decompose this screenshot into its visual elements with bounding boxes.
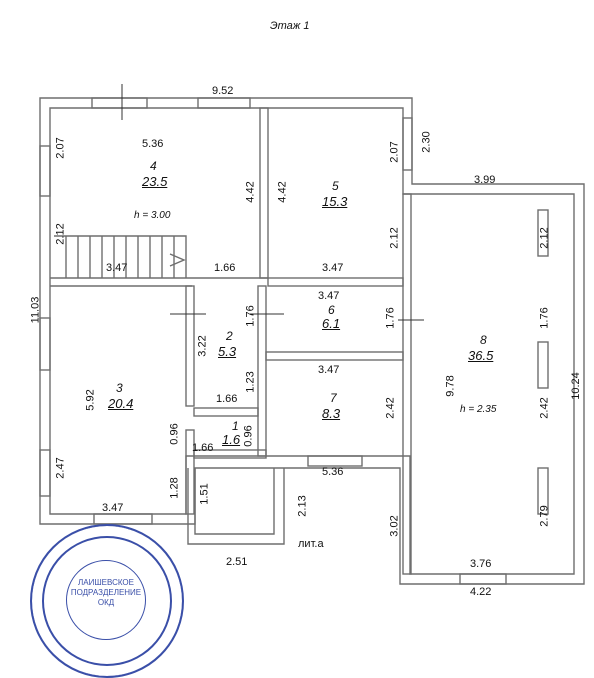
dim-r8-inner-mid: 1.76: [538, 307, 551, 329]
dim-r4-width: 5.36: [142, 138, 164, 150]
dim-r4-stair-left: 2.12: [54, 223, 67, 245]
dim-r2-right-bottom: 1.23: [244, 371, 257, 393]
room-7-number: 7: [330, 391, 337, 405]
stamp-line-1: ЛАИШЕВСКОЕ: [78, 578, 134, 587]
dim-r3-door-down: 1.28: [168, 477, 181, 499]
dim-stair-width: 3.47: [106, 262, 128, 274]
dim-annex-top: 3.99: [474, 174, 496, 186]
room-4-area: 23.5: [142, 174, 168, 189]
height-main: h = 3.00: [134, 210, 171, 221]
dim-r8-bottom: 3.76: [470, 558, 492, 570]
dim-r8-inner-top: 2.12: [538, 227, 551, 249]
room-3-area: 20.4: [108, 396, 134, 411]
dim-r5-bottom: 3.47: [322, 262, 344, 274]
floor-plan: [39, 84, 585, 585]
dim-r2-right-top: 1.76: [244, 305, 257, 327]
dim-r1-width: 1.66: [192, 442, 214, 454]
wall-r4-r5: [259, 107, 269, 279]
wall-r6-bottom: [265, 351, 404, 361]
stamp-line-2: ПОДРАЗДЕЛЕНИЕ: [70, 588, 142, 597]
dim-r8-inner-lower: 2.42: [538, 397, 551, 419]
dim-r5-right-bottom: 2.12: [388, 227, 401, 249]
dim-r5-window: 2.30: [420, 131, 433, 153]
dim-r2-bottom: 1.66: [216, 393, 238, 405]
wall-r5-bottom: [267, 277, 404, 287]
room-1-number: 1: [232, 419, 239, 433]
dim-r4-right: 4.42: [244, 181, 257, 203]
dim-r1-right: 0.96: [242, 425, 255, 447]
dim-annex-right: 10.24: [569, 372, 582, 400]
floor-title: Этаж 1: [270, 20, 310, 32]
room-6-number: 6: [328, 303, 335, 317]
porch: [194, 468, 275, 535]
dim-r3-door-up: 0.96: [168, 423, 181, 445]
dim-porch-right: 2.13: [296, 495, 309, 517]
room-8-number: 8: [480, 333, 487, 347]
height-annex: h = 2.35: [460, 404, 497, 415]
dim-r5-left: 4.42: [276, 181, 289, 203]
annex-label: лит.а: [298, 538, 324, 550]
wall-r2-right: [257, 285, 267, 457]
wall-r3-right: [185, 285, 195, 407]
room-6-area: 6.1: [322, 316, 341, 331]
room-2-area: 5.3: [218, 344, 237, 359]
dim-r7-top: 3.47: [318, 364, 340, 376]
stair: [54, 235, 187, 278]
dim-r3-left-bottom: 2.47: [54, 457, 67, 479]
stamp-line-3: ОКД: [97, 598, 115, 607]
dim-top-overall: 9.52: [212, 85, 234, 97]
room-3-number: 3: [116, 381, 123, 395]
dim-r5-right-top: 2.07: [388, 141, 401, 163]
dim-porch-bottom: 5.36: [322, 466, 344, 478]
room-5-area: 15.3: [322, 194, 348, 209]
dim-left-overall: 11.03: [29, 296, 42, 324]
dim-porch-width: 2.51: [226, 556, 248, 568]
room-7-area: 8.3: [322, 406, 341, 421]
dim-r7-right: 2.42: [384, 397, 397, 419]
dim-r6-top: 3.47: [318, 290, 340, 302]
room-4-number: 4: [150, 159, 157, 173]
window: [91, 97, 148, 109]
dim-r3-height: 5.92: [84, 389, 97, 411]
dim-r8-inner-bottom: 2.79: [538, 505, 551, 527]
dim-r4-left: 2.07: [54, 137, 67, 159]
dim-r6-right: 1.76: [384, 307, 397, 329]
room-8-area: 36.5: [468, 348, 494, 363]
dim-r2-height: 3.22: [196, 335, 209, 357]
dim-annex-bottom: 4.22: [470, 586, 492, 598]
wall-annex-left: [402, 193, 412, 575]
wall-r1: [193, 449, 267, 459]
dim-r8-left-bottom: 3.02: [388, 515, 401, 537]
room-2-number: 2: [226, 329, 233, 343]
room-5-number: 5: [332, 179, 339, 193]
room-1-area: 1.6: [222, 432, 241, 447]
dim-porch-left: 1.51: [198, 483, 211, 505]
dim-corridor-top: 1.66: [214, 262, 236, 274]
dim-r3-bottom: 3.47: [102, 502, 124, 514]
dim-r8-height: 9.78: [444, 375, 457, 397]
